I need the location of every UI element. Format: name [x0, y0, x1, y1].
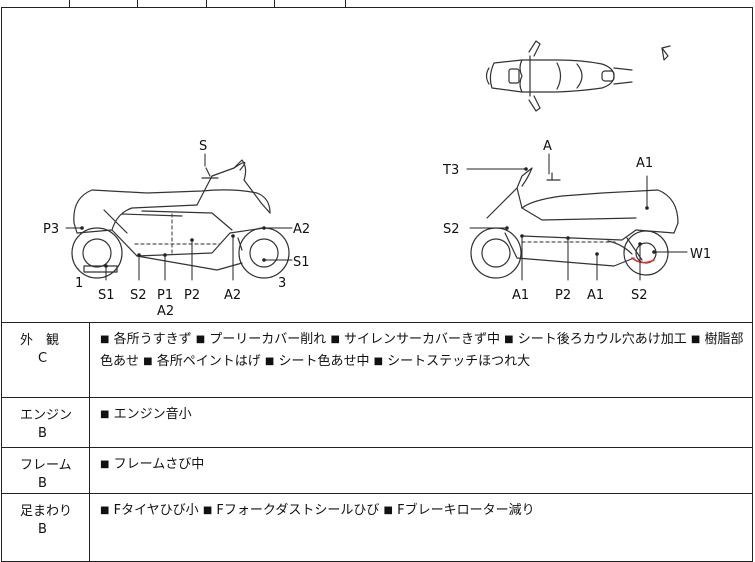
row-frame: フレーム B ■ フレームさび中 [1, 448, 753, 494]
scooter-top-view-icon [485, 40, 671, 112]
condition-item: サイレンサーカバーきず中 [339, 332, 505, 347]
label-bottom-p1: P1 [157, 288, 173, 303]
bullet-square-icon: ■ [330, 334, 340, 345]
row-items: ■ 各所うすきず ■ プーリーカバー削れ ■ サイレンサーカバーきず中 ■ シー… [100, 329, 744, 373]
label-s1-right: S1 [293, 255, 310, 270]
condition-item: シート後ろカウル穴あけ加工 [513, 332, 691, 347]
row-items: ■ フレームさび中 [100, 454, 744, 476]
previous-table-edge [0, 0, 755, 8]
label-s: S [199, 139, 207, 154]
bullet-square-icon: ■ [690, 334, 701, 345]
row-grade: B [38, 476, 47, 491]
condition-item: シートステッチほつれ大 [383, 354, 531, 369]
label-t3: T3 [442, 163, 459, 178]
label-a2-under: A2 [157, 304, 174, 319]
label-bottom-a1-1: A1 [512, 288, 529, 303]
condition-table: 外 観 C ■ 各所うすきず ■ プーリーカバー削れ ■ サイレンサーカバーきず… [1, 322, 753, 562]
bullet-square-icon: ■ [202, 505, 213, 516]
label-n3: 3 [278, 276, 286, 291]
bullet-square-icon: ■ [100, 505, 110, 516]
row-name: フレーム [20, 458, 72, 473]
label-bottom-s2-right: S2 [631, 288, 648, 303]
scooter-right-side-icon [470, 167, 679, 279]
scooter-left-side-icon [71, 159, 290, 279]
condition-item: エンジン音小 [109, 407, 192, 422]
row-items: ■ Fタイヤひび小 ■ Fフォークダストシールひび ■ Fブレーキローター減り [100, 500, 744, 522]
bullet-square-icon: ■ [100, 334, 110, 345]
row-name: 外 観 [20, 333, 60, 348]
bullet-square-icon: ■ [143, 356, 153, 367]
label-bottom-s2: S2 [130, 288, 147, 303]
bullet-square-icon: ■ [504, 334, 514, 345]
bullet-square-icon: ■ [195, 334, 206, 345]
row-name: 足まわり [20, 504, 73, 519]
row-suspension: 足まわり B ■ Fタイヤひび小 ■ Fフォークダストシールひび ■ Fブレーキ… [1, 494, 753, 562]
condition-item: 各所ペイントはげ [152, 354, 265, 369]
label-bottom-p2-right: P2 [555, 288, 571, 303]
bullet-square-icon: ■ [264, 356, 275, 367]
condition-item: シート色あせ中 [274, 354, 374, 369]
row-engine: エンジン B ■ エンジン音小 [1, 398, 753, 448]
condition-item: フレームさび中 [109, 457, 205, 472]
bullet-square-icon: ■ [100, 459, 110, 470]
bullet-square-icon: ■ [383, 505, 393, 516]
w1-damage-mark [631, 257, 655, 264]
row-items: ■ エンジン音小 [100, 404, 744, 426]
row-exterior: 外 観 C ■ 各所うすきず ■ プーリーカバー削れ ■ サイレンサーカバーきず… [1, 322, 753, 398]
damage-diagram: S P3 A2 S1 1 3 S1 S2 P1 P2 A2 A2 A A1 T3… [1, 7, 753, 323]
label-a: A [543, 139, 552, 154]
label-bottom-p2: P2 [184, 288, 200, 303]
row-grade: C [38, 351, 48, 366]
label-bottom-s1: S1 [98, 288, 115, 303]
label-s2-left: S2 [443, 222, 460, 237]
row-grade: B [38, 426, 47, 441]
label-n1: 1 [75, 276, 83, 291]
bullet-square-icon: ■ [373, 356, 384, 367]
label-a2-right: A2 [293, 222, 310, 237]
label-bottom-a2: A2 [224, 288, 241, 303]
label-p3: P3 [43, 222, 59, 237]
condition-item: Fタイヤひび小 [109, 503, 203, 518]
condition-item: 樹脂部色あせ [100, 332, 744, 369]
row-grade: B [38, 522, 47, 537]
bullet-square-icon: ■ [100, 409, 110, 420]
label-bottom-a1-2: A1 [587, 288, 604, 303]
row-name: エンジン [20, 408, 73, 423]
label-a1-top: A1 [636, 156, 653, 171]
scooter-diagram-svg: S P3 A2 S1 1 3 S1 S2 P1 P2 A2 A2 A A1 T3… [43, 40, 711, 319]
condition-item: Fフォークダストシールひび [212, 503, 384, 518]
condition-item: 各所うすきず [109, 332, 196, 347]
label-w1: W1 [690, 247, 711, 262]
condition-item: Fブレーキローター減り [392, 503, 535, 518]
condition-item: プーリーカバー削れ [205, 332, 331, 347]
